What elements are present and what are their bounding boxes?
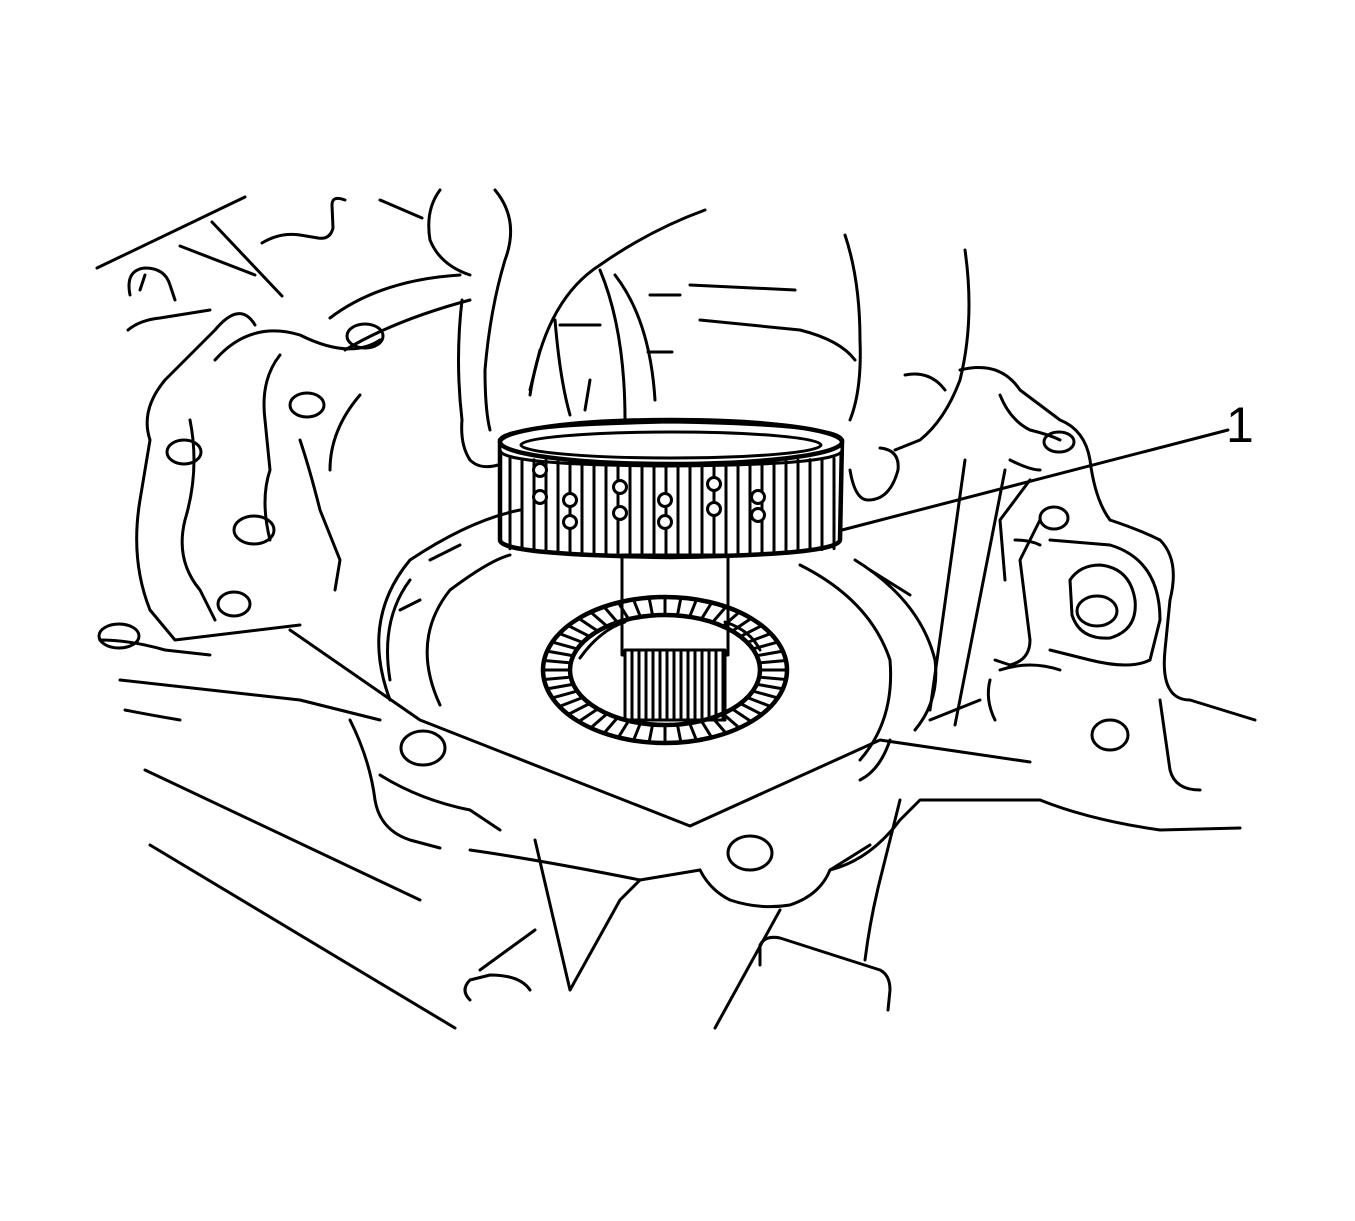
callout-leader-line [840,428,1230,532]
input-shaft [620,553,730,722]
bearing-roller [589,712,609,730]
bearing-roller [577,616,600,633]
bearing-roller [542,675,573,682]
bearing-roller [757,675,788,682]
bearing-roller [745,632,773,644]
bearing-roller [738,701,764,716]
bearing-roller [566,624,592,639]
bearing-roller [755,649,785,658]
bearing-roller [647,723,655,744]
drum-hole [657,492,673,508]
bearing-roller [542,658,573,665]
bearing-roller [631,721,642,743]
bearing-roller [688,721,699,743]
bearing-roller [730,707,753,724]
bearing-roller [711,716,728,735]
thrust-bearing [540,594,790,746]
bearing-roller [751,689,780,700]
technician-hand [427,188,971,502]
bearing-roller [675,723,683,744]
drum-hole [562,514,578,530]
case-flange [98,273,472,722]
drum-hole [612,505,628,521]
bearing-roller [616,719,631,739]
bearing-roller [699,601,714,621]
bearing-roller [721,610,741,628]
bearing-roller [699,719,714,739]
bearing-roller [602,605,619,624]
drum-hole [532,462,548,478]
bearing-roller [566,701,592,716]
bearing-roller [730,616,753,633]
bearing-roller [545,682,575,691]
bearing-roller [577,707,600,724]
bearing-roller [755,682,785,691]
bearing-roller [738,624,764,639]
flange-bolt-holes [97,322,1130,872]
bearing-roller [745,696,773,708]
drum-hole [750,507,766,523]
bearing-roller [550,640,579,651]
drum-hole [706,501,722,517]
bearing-roller [557,696,585,708]
drum-hole [532,489,548,505]
bearing-roller [550,689,579,700]
bearing-roller [557,632,585,644]
right-casting [928,366,1257,792]
drum-hole [750,489,766,505]
bearing-roller [616,601,631,621]
drum-hole [706,476,722,492]
upper-left-bracket [95,195,424,332]
bearing-roller [631,597,642,619]
lower-case [143,628,1242,1030]
bearing-roller [602,716,619,735]
bearing-roller [589,610,609,628]
drum-hole [657,514,673,530]
bearing-roller [711,605,728,624]
bearing-roller [721,712,741,730]
bearing-roller [545,649,575,658]
bearing-roller [675,596,683,617]
bearing-roller [757,658,788,665]
callout-1-label: 1 [1226,397,1254,453]
bearing-roller [647,596,655,617]
clutch-housing [497,417,845,560]
bearing-roller [751,640,780,651]
drum-hole [612,479,628,495]
bearing-roller [688,597,699,619]
drum-hole [562,492,578,508]
